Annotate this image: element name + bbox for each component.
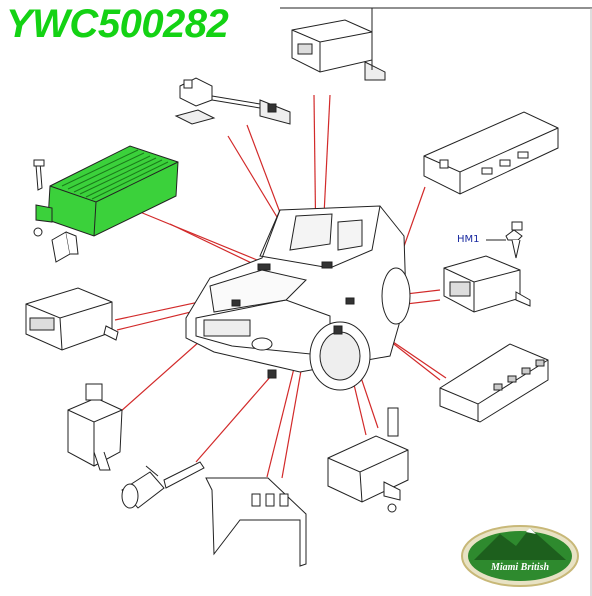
control-module-right-middle bbox=[443, 255, 531, 313]
highlighted-module bbox=[33, 145, 179, 237]
hm1-callout-label: HM1 bbox=[457, 234, 480, 245]
vehicle-outline bbox=[185, 205, 411, 391]
mounting-bracket-large bbox=[205, 477, 307, 567]
hm1-fastener bbox=[486, 221, 523, 259]
brand-logo-text: Miami British bbox=[490, 562, 550, 573]
sensor-harness bbox=[174, 77, 291, 125]
control-module-bottom-right bbox=[327, 407, 409, 513]
control-module-right-lower bbox=[439, 343, 549, 423]
part-number-title: YWC500282 bbox=[6, 2, 229, 46]
temperature-sensor bbox=[121, 461, 205, 509]
control-module-left bbox=[25, 287, 119, 351]
control-module-right-top bbox=[423, 111, 559, 195]
control-module-top bbox=[291, 8, 386, 81]
mounting-bracket-small bbox=[51, 231, 79, 263]
brand-logo bbox=[461, 525, 579, 587]
relay-unit bbox=[67, 383, 123, 471]
